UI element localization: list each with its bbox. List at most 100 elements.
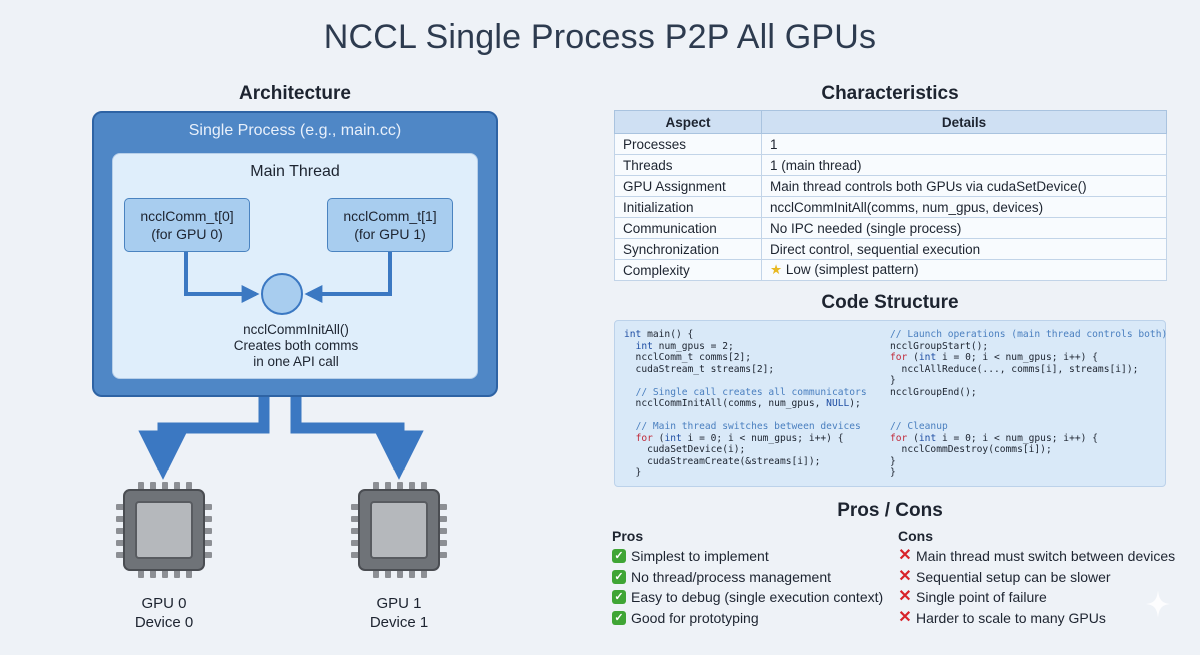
details-cell: No IPC needed (single process) bbox=[761, 217, 1167, 239]
gpu0-label: GPU 0 Device 0 bbox=[104, 594, 224, 632]
code-line: } bbox=[890, 375, 896, 386]
code-line: for (int i = 0; i < num_gpus; i++) { bbox=[890, 352, 1098, 363]
code-line: for (int i = 0; i < num_gpus; i++) { bbox=[890, 432, 1098, 444]
table-row: Initialization ncclCommInitAll(comms, nu… bbox=[614, 196, 1167, 218]
gpu0-name: GPU 0 bbox=[141, 595, 187, 612]
code-line: ncclCommDestroy(comms[i]); bbox=[901, 444, 1052, 455]
list-item: ✓Simplest to implement bbox=[612, 546, 883, 567]
aspect-cell: Processes bbox=[614, 133, 762, 155]
code-line: ncclGroupStart(); bbox=[890, 340, 989, 352]
characteristics-table: Aspect Details Processes 1 Threads 1 (ma… bbox=[614, 110, 1167, 281]
table-row: Threads 1 (main thread) bbox=[614, 154, 1167, 176]
code-line: ncclGroupEnd(); bbox=[890, 386, 977, 398]
details-cell: 1 (main thread) bbox=[761, 154, 1167, 176]
code-left-column: int main() { int num_gpus = 2; ncclComm_… bbox=[624, 329, 867, 479]
pros-list: ✓Simplest to implement ✓No thread/proces… bbox=[612, 546, 883, 628]
gpu1-label: GPU 1 Device 1 bbox=[339, 594, 459, 632]
cross-icon: ✕ bbox=[898, 567, 912, 585]
details-cell: ncclCommInitAll(comms, num_gpus, devices… bbox=[761, 196, 1167, 218]
code-line: cudaStream_t streams[2]; bbox=[635, 363, 775, 375]
check-icon: ✓ bbox=[612, 569, 626, 584]
aspect-cell: Initialization bbox=[614, 196, 762, 218]
init-desc2: in one API call bbox=[253, 354, 339, 369]
gpu1-device: Device 1 bbox=[369, 614, 429, 631]
check-icon: ✓ bbox=[612, 610, 626, 625]
init-func: ncclCommInitAll() bbox=[243, 322, 349, 337]
aspect-cell: Communication bbox=[614, 217, 762, 239]
table-row: Complexity ★ Low (simplest pattern) bbox=[614, 259, 1167, 281]
list-item: ✓Good for prototyping bbox=[612, 608, 883, 629]
list-item: ✕Main thread must switch between devices bbox=[898, 546, 1175, 567]
code-block bbox=[614, 320, 1166, 487]
column-header-aspect: Aspect bbox=[614, 110, 762, 134]
comm-box-gpu0: ncclComm_t[0] (for GPU 0) bbox=[124, 198, 250, 252]
process-label: Single Process (e.g., main.cc) bbox=[188, 122, 402, 139]
code-heading: Code Structure bbox=[821, 292, 959, 313]
page-title: NCCL Single Process P2P All GPUs bbox=[323, 18, 877, 56]
code-line: int num_gpus = 2; bbox=[635, 340, 734, 352]
aspect-cell: Threads bbox=[614, 154, 762, 176]
main-thread-label: Main Thread bbox=[250, 163, 340, 180]
gpu1-name: GPU 1 bbox=[376, 595, 422, 612]
characteristics-heading: Characteristics bbox=[821, 83, 959, 104]
cons-heading: Cons bbox=[898, 528, 933, 544]
details-cell: ★ Low (simplest pattern) bbox=[761, 259, 1167, 281]
gpu1-chip-icon bbox=[351, 482, 447, 578]
table-row: Synchronization Direct control, sequenti… bbox=[614, 238, 1167, 260]
init-label: ncclCommInitAll() Creates both comms in … bbox=[196, 322, 396, 370]
list-item: ✕Single point of failure bbox=[898, 587, 1175, 608]
code-line: // Main thread switches between devices bbox=[635, 421, 861, 432]
comm0-gpu: (for GPU 0) bbox=[151, 226, 223, 242]
code-line: ncclComm_t comms[2]; bbox=[635, 352, 752, 363]
list-item: ✕Harder to scale to many GPUs bbox=[898, 608, 1175, 629]
code-line: // Cleanup bbox=[890, 421, 948, 432]
code-line: // Single call creates all communicators bbox=[635, 386, 867, 398]
table-row: GPU Assignment Main thread controls both… bbox=[614, 175, 1167, 197]
gpu0-chip-icon bbox=[116, 482, 212, 578]
pros-heading: Pros bbox=[612, 528, 644, 544]
cross-icon: ✕ bbox=[898, 588, 912, 605]
arrow-comm0-to-init bbox=[184, 252, 260, 303]
cons-list: ✕Main thread must switch between devices… bbox=[898, 546, 1175, 628]
code-line: cudaSetDevice(i); bbox=[647, 444, 746, 455]
list-item: ✓No thread/process management bbox=[612, 567, 883, 588]
details-cell: Direct control, sequential execution bbox=[761, 238, 1167, 260]
code-line: } bbox=[624, 467, 642, 478]
pros-cons-heading: Pros / Cons bbox=[837, 500, 943, 521]
details-cell: 1 bbox=[761, 133, 1167, 155]
table-row: Processes 1 bbox=[614, 133, 1167, 155]
aspect-cell: Complexity bbox=[614, 259, 762, 281]
sparkle-icon bbox=[1146, 590, 1170, 618]
comm0-name: ncclComm_t[0] bbox=[140, 208, 234, 224]
details-cell: Main thread controls both GPUs via cudaS… bbox=[761, 175, 1167, 197]
star-icon: ★ bbox=[770, 262, 783, 277]
aspect-cell: Synchronization bbox=[614, 238, 762, 260]
init-node bbox=[261, 273, 303, 315]
cross-icon: ✕ bbox=[898, 608, 912, 626]
code-line: for (int i = 0; i < num_gpus; i++) { bbox=[635, 432, 844, 444]
architecture-heading: Architecture bbox=[239, 83, 351, 104]
gpu0-device: Device 0 bbox=[134, 614, 194, 631]
main-thread-box bbox=[112, 153, 478, 379]
code-line: } bbox=[890, 467, 896, 478]
code-right-column: // Launch operations (main thread contro… bbox=[890, 329, 1167, 479]
code-line: ncclCommInitAll(comms, num_gpus, NULL); bbox=[624, 398, 861, 409]
check-icon: ✓ bbox=[612, 590, 626, 605]
arrow-process-to-gpu0 bbox=[138, 397, 270, 480]
arrow-comm1-to-init bbox=[304, 252, 392, 303]
cross-icon: ✕ bbox=[898, 547, 912, 564]
architecture-diagram bbox=[116, 252, 447, 578]
complexity-value: Low (simplest pattern) bbox=[785, 262, 919, 277]
table-row: Communication No IPC needed (single proc… bbox=[614, 217, 1167, 239]
arrow-process-to-gpu1 bbox=[290, 397, 424, 480]
list-item: ✓Easy to debug (single execution context… bbox=[612, 587, 883, 608]
init-desc1: Creates both comms bbox=[233, 338, 359, 353]
code-line: ncclAllReduce(..., comms[i], streams[i])… bbox=[901, 363, 1139, 375]
list-item: ✕Sequential setup can be slower bbox=[898, 567, 1175, 588]
code-line: } bbox=[890, 455, 896, 467]
code-line: int main() { bbox=[624, 329, 694, 340]
column-header-details: Details bbox=[761, 110, 1167, 134]
code-line: // Launch operations (main thread contro… bbox=[890, 329, 1168, 340]
aspect-cell: GPU Assignment bbox=[614, 175, 762, 197]
comm1-name: ncclComm_t[1] bbox=[343, 208, 437, 224]
